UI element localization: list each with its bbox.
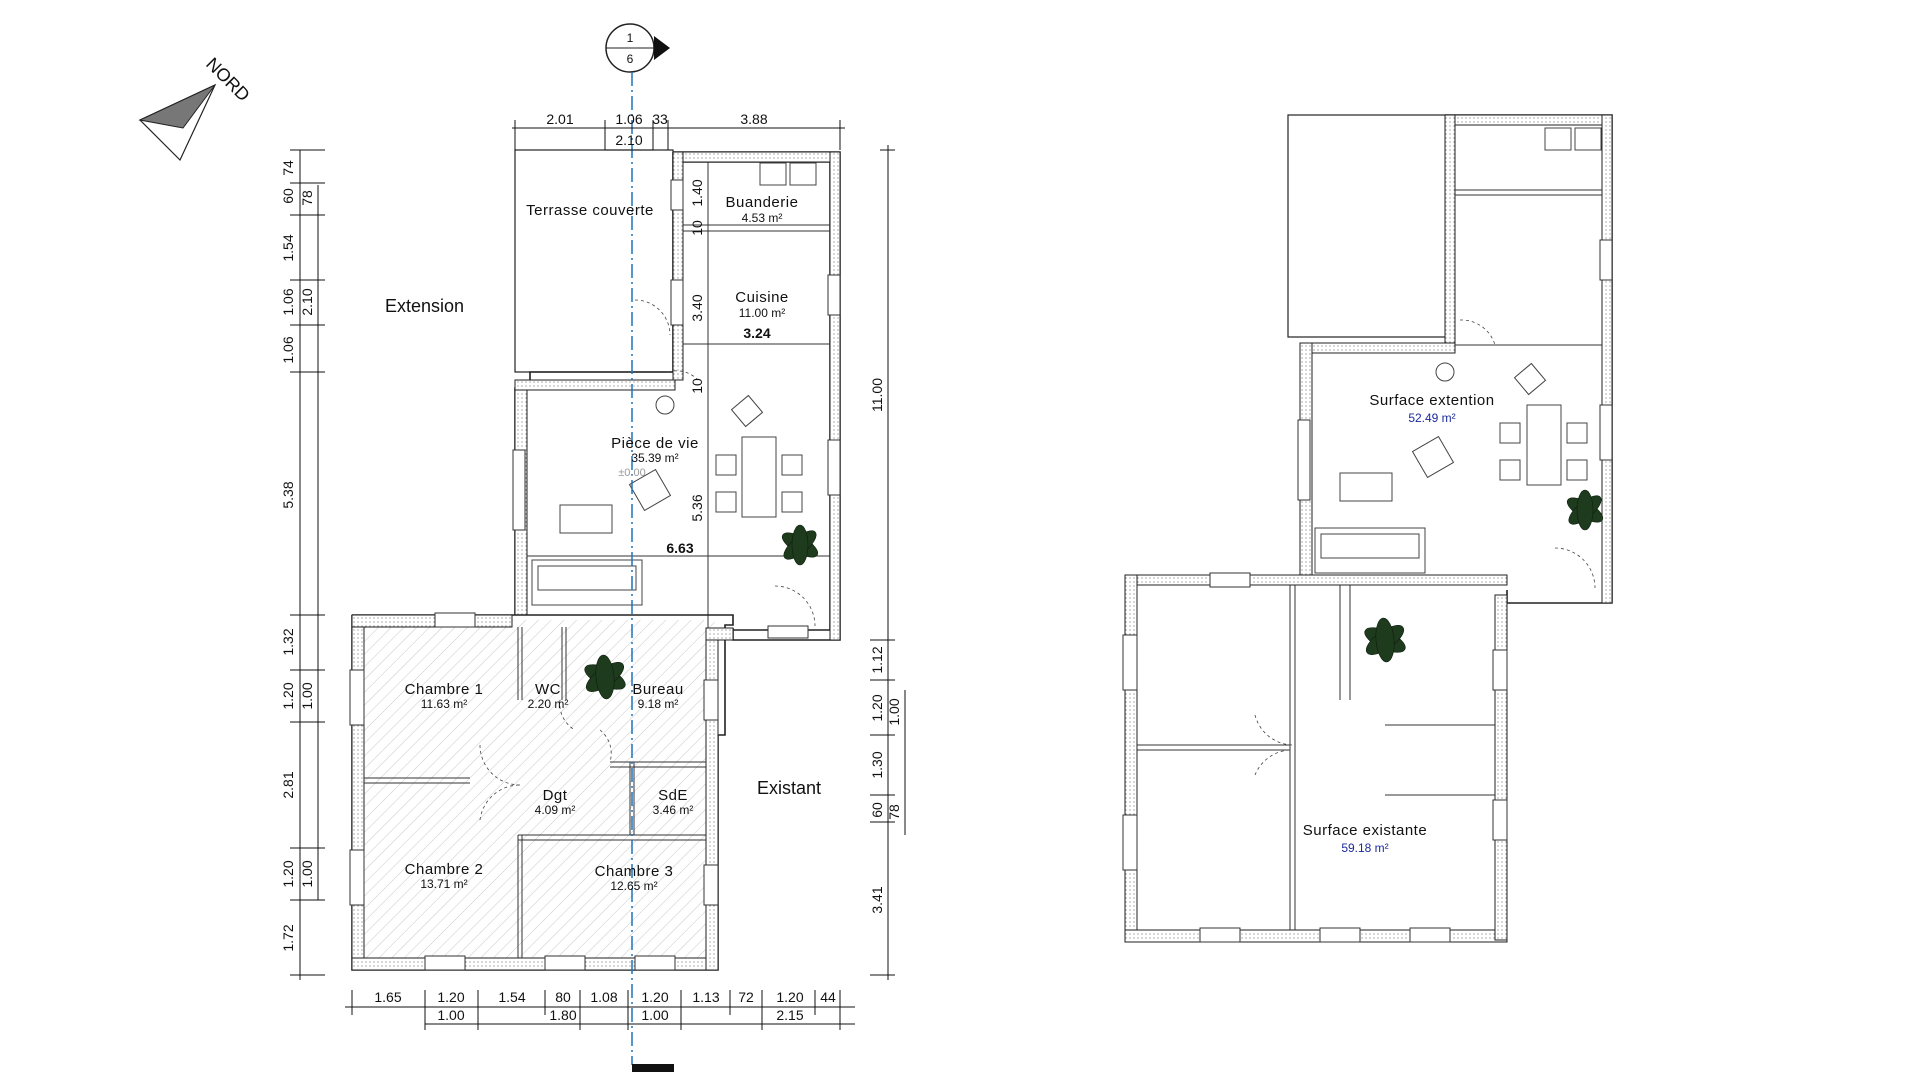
room-name: Bureau xyxy=(632,681,683,698)
summary-existing-area: 59.18 m² xyxy=(1341,841,1388,855)
dim-label: 5.36 xyxy=(689,494,705,521)
dim-label: 1.20 xyxy=(869,694,885,721)
dimensions-left: 74 60 1.54 1.06 1.06 5.38 1.32 1.20 2.81… xyxy=(280,149,325,980)
dim-label: 3.88 xyxy=(740,111,767,127)
section-end-mark xyxy=(632,1064,674,1072)
dim-label: 60 xyxy=(869,802,885,818)
dim-label: 1.00 xyxy=(299,682,315,709)
room-name: Terrasse couverte xyxy=(526,202,654,219)
summary-extension-area: 52.49 m² xyxy=(1408,411,1455,425)
dim-label: 1.12 xyxy=(869,646,885,673)
dim-label: 72 xyxy=(738,989,754,1005)
summary-existing-label: Surface existante xyxy=(1303,822,1427,839)
room-name: Pièce de vie xyxy=(611,435,699,452)
existing-windows xyxy=(349,612,719,971)
dim-label: 3.40 xyxy=(689,294,705,321)
dim-label: 3.41 xyxy=(869,886,885,913)
room-name: Chambre 2 xyxy=(405,861,484,878)
dim-label: 60 xyxy=(280,188,296,204)
room-name: Chambre 3 xyxy=(595,863,674,880)
existing-hatch xyxy=(360,620,715,960)
dim-label: 1.54 xyxy=(280,234,296,261)
room-area: 11.00 m² xyxy=(739,306,785,320)
dim-label: 1.20 xyxy=(437,989,464,1005)
dim-label: 1.54 xyxy=(498,989,525,1005)
dim-label: 1.72 xyxy=(280,924,296,951)
zone-label-extension: Extension xyxy=(385,296,464,316)
room-name: Chambre 1 xyxy=(405,681,484,698)
room-name: SdE xyxy=(658,787,688,804)
room-area: 12.65 m² xyxy=(610,879,657,893)
terrasse-outline xyxy=(514,149,674,373)
room-area: 3.46 m² xyxy=(653,803,694,817)
dim-label: 10 xyxy=(689,220,705,236)
dim-label: 78 xyxy=(886,804,902,820)
dim-label: 1.13 xyxy=(692,989,719,1005)
room-name: Dgt xyxy=(543,787,568,804)
compass-label: NORD xyxy=(202,54,254,106)
room-labels: Terrasse couverte Buanderie 4.53 m² Cuis… xyxy=(405,194,799,893)
dim-label: 1.00 xyxy=(437,1007,464,1023)
room-name: WC xyxy=(535,681,561,698)
room-level: ±0.00 xyxy=(618,467,645,479)
dim-label: 1.08 xyxy=(590,989,617,1005)
dim-label: 1.40 xyxy=(689,179,705,206)
dim-label: 1.06 xyxy=(615,111,642,127)
room-area: 4.53 m² xyxy=(742,211,783,225)
dim-label: 1.06 xyxy=(280,336,296,363)
dimensions-interior: 1.40 10 3.40 3.24 10 5.36 6.63 xyxy=(666,179,770,556)
dimensions-bottom: 1.65 1.20 1.54 80 1.08 1.20 1.13 72 1.20… xyxy=(345,989,855,1030)
dim-label: 1.30 xyxy=(869,751,885,778)
dim-label: 33 xyxy=(652,111,668,127)
north-arrow-icon: NORD xyxy=(138,54,254,162)
dim-label: 74 xyxy=(280,160,296,176)
dim-label: 2.81 xyxy=(280,771,296,798)
dim-label: 44 xyxy=(820,989,836,1005)
dim-label: 2.15 xyxy=(776,1007,803,1023)
dim-label: 11.00 xyxy=(869,378,885,412)
dim-label: 6.63 xyxy=(666,540,693,556)
extension-windows xyxy=(512,179,841,639)
dim-label: 10 xyxy=(689,378,705,394)
dim-label: 5.38 xyxy=(280,481,296,508)
dim-label: 1.00 xyxy=(641,1007,668,1023)
dim-label: 1.00 xyxy=(886,698,902,725)
dim-label: 2.01 xyxy=(546,111,573,127)
room-area: 13.71 m² xyxy=(420,877,467,891)
section-marker-bottom: 6 xyxy=(627,52,634,66)
dim-label: 78 xyxy=(299,190,315,206)
dim-label: 1.32 xyxy=(280,628,296,655)
dim-label: 80 xyxy=(555,989,571,1005)
dim-label: 1.20 xyxy=(280,860,296,887)
summary-extension-label: Surface extention xyxy=(1369,392,1494,409)
dim-label: 1.65 xyxy=(374,989,401,1005)
dim-label: 1.20 xyxy=(280,682,296,709)
summary-plan xyxy=(1122,114,1613,943)
dim-label: 1.00 xyxy=(299,860,315,887)
dim-label: 1.80 xyxy=(549,1007,576,1023)
door-swings xyxy=(479,299,816,821)
room-area: 11.63 m² xyxy=(421,697,467,711)
dimensions-top: 2.01 1.06 33 3.88 2.10 xyxy=(512,111,845,151)
room-name: Cuisine xyxy=(735,289,789,306)
furniture xyxy=(531,162,819,700)
room-area: 4.09 m² xyxy=(535,803,576,817)
room-name: Buanderie xyxy=(726,194,799,211)
dim-label: 3.24 xyxy=(743,325,770,341)
room-area: 9.18 m² xyxy=(638,697,679,711)
dim-label: 1.06 xyxy=(280,288,296,315)
dim-label: 1.20 xyxy=(776,989,803,1005)
dim-label: 1.20 xyxy=(641,989,668,1005)
dim-label: 2.10 xyxy=(615,132,642,148)
dimensions-right: 11.00 1.12 1.20 1.30 60 3.41 1.00 78 xyxy=(869,145,906,980)
dim-label: 2.10 xyxy=(299,288,315,315)
section-marker: 1 6 xyxy=(605,23,670,73)
room-area: 35.39 m² xyxy=(631,451,678,465)
section-marker-top: 1 xyxy=(627,31,634,45)
room-area: 2.20 m² xyxy=(528,697,569,711)
zone-label-existant: Existant xyxy=(757,778,821,798)
